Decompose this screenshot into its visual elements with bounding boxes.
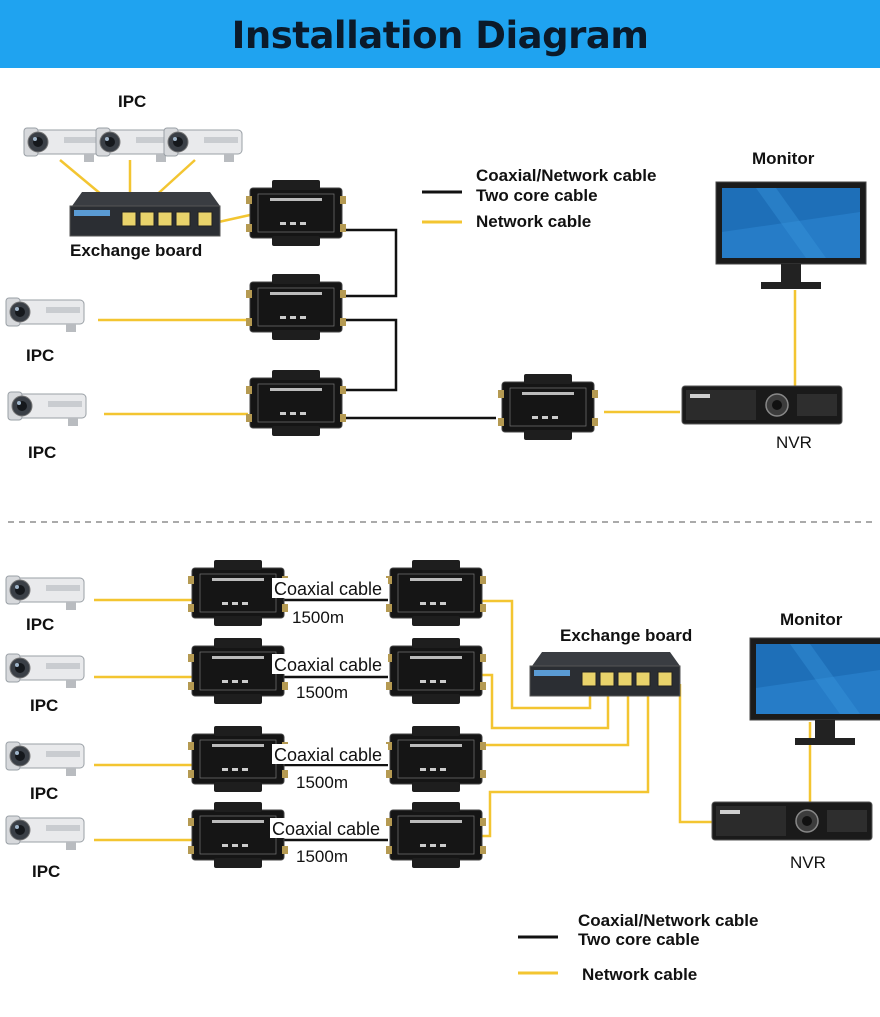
coax-receiver-icon [385,559,487,627]
legend: Coaxial/Network cable Two core cable Net… [422,166,656,231]
legend-coax-label-2: Two core cable [476,186,598,205]
nvr-icon [681,385,843,425]
ipc-camera-icon [5,297,85,333]
ipc-label: IPC [30,784,58,803]
ipc-camera-icon [5,575,85,611]
exchange-board-label: Exchange board [560,626,692,645]
page-title: Installation Diagram [231,14,649,57]
top-section: IPC Exchange board IPC IPC Monitor NVR C… [5,92,867,462]
ipc-label: IPC [28,443,56,462]
coax-transmitter-icon [245,179,347,247]
coax-receiver-icon [385,637,487,705]
ipc-camera-icon [5,741,85,777]
coax-cable-label: Coaxial cable [274,655,382,675]
exchange-board-label: Exchange board [70,241,202,260]
coax-transmitter-icon [245,369,347,437]
legend-coax-label: Coaxial/Network cable [578,911,758,930]
monitor-icon [749,637,880,746]
exchange-board-icon [529,651,681,697]
distance-label: 1500m [296,847,348,866]
ipc-label: IPC [32,862,60,881]
ipc-camera-icon [163,127,243,163]
ipc-camera-icon [95,127,175,163]
coax-receiver-icon [385,725,487,793]
coax-cable-label: Coaxial cable [274,579,382,599]
ipc-camera-icon [7,391,87,427]
monitor-icon [715,181,867,290]
coax-cable-label: Coaxial cable [274,745,382,765]
nvr-label: NVR [790,853,826,872]
coax-receiver-icon [497,373,599,441]
legend-network-label: Network cable [582,965,697,984]
ipc-label: IPC [26,615,54,634]
monitor-label: Monitor [780,610,843,629]
ipc-camera-icon [23,127,103,163]
distance-label: 1500m [292,608,344,627]
legend-coax-label-2: Two core cable [578,930,700,949]
distance-label: 1500m [296,773,348,792]
ipc-label: IPC [30,696,58,715]
legend-coax-label: Coaxial/Network cable [476,166,656,185]
ipc-label: IPC [118,92,146,111]
network-cable [94,598,812,842]
network-cable [59,159,797,416]
ipc-camera-icon [5,653,85,689]
title-banner [0,0,880,68]
nvr-icon [711,801,873,841]
legend: Coaxial/Network cable Two core cable Net… [518,911,758,984]
coax-cable [270,598,388,842]
exchange-board-icon [69,191,221,237]
distance-label: 1500m [296,683,348,702]
coax-cable [344,228,496,420]
bottom-section: IPC IPC IPC IPC Coaxial cable Coaxial ca… [5,559,880,984]
coax-transmitter-icon [245,273,347,341]
legend-network-label: Network cable [476,212,591,231]
coax-cable-label: Coaxial cable [272,819,380,839]
ipc-label: IPC [26,346,54,365]
ipc-camera-icon [5,815,85,851]
nvr-label: NVR [776,433,812,452]
coax-receiver-icon [385,801,487,869]
monitor-label: Monitor [752,149,815,168]
